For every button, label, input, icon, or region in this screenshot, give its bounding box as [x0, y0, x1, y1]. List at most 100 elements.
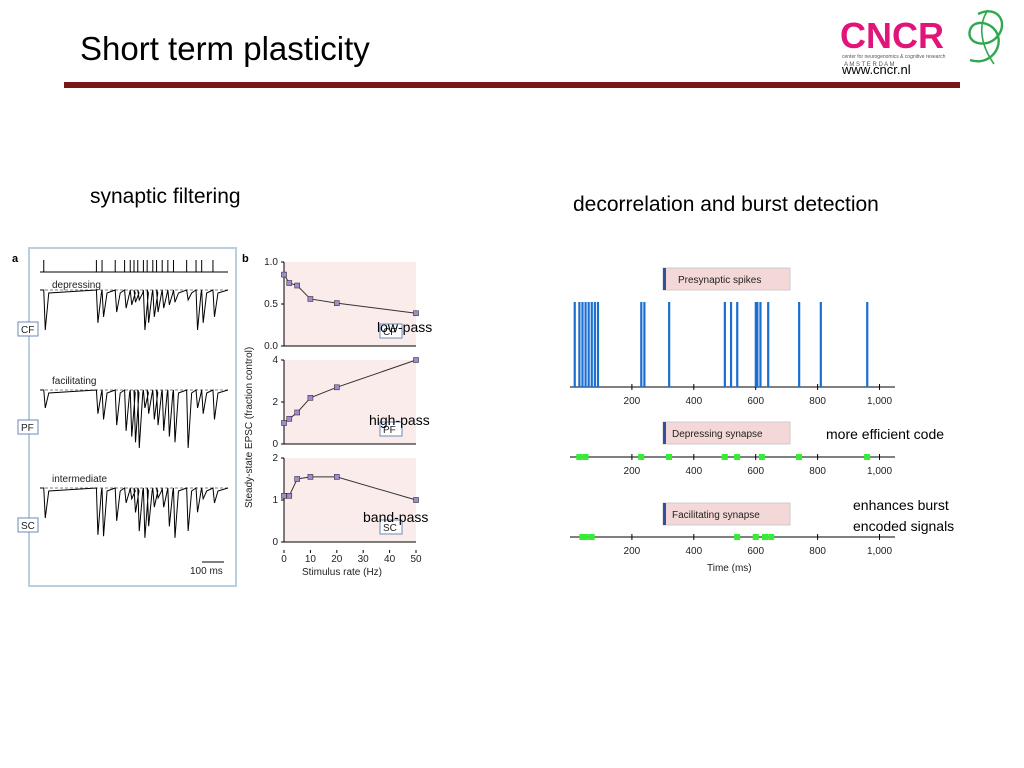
svg-text:Depressing synapse: Depressing synapse [672, 429, 763, 440]
data-point [307, 474, 314, 480]
data-point [307, 296, 314, 302]
y-tick-label: 0 [272, 537, 278, 548]
data-point [334, 474, 340, 480]
spike [584, 302, 587, 387]
svg-text:PF: PF [21, 423, 34, 434]
x-tick-label: 30 [358, 554, 370, 565]
time-tick-label: 1,000 [867, 466, 892, 477]
logo-url: www.cncr.nl [842, 62, 911, 77]
tag-cf: CF [17, 321, 39, 337]
y-tick-label: 0.5 [264, 299, 278, 310]
spike [819, 302, 822, 387]
cncr-logo: CNCR center for neurogenomics & cognitiv… [840, 9, 1004, 68]
title-rule [64, 82, 960, 88]
spike [756, 302, 759, 387]
spike [668, 302, 671, 387]
release-event [582, 534, 589, 540]
scale-bar-label: 100 ms [190, 566, 223, 577]
spike [767, 302, 770, 387]
panel-a-frame [28, 247, 237, 587]
subplot-tag: PF [379, 421, 403, 437]
svg-text:PF: PF [383, 425, 396, 436]
spike [866, 302, 869, 387]
data-point [413, 497, 419, 503]
note-burst-2: encoded signals [853, 518, 955, 534]
release-event [768, 534, 775, 540]
spike [754, 302, 757, 387]
spike [596, 302, 600, 387]
panel-a: a depressing facilitating intermediate C… [12, 247, 237, 587]
label-band-pass: band-pass [363, 509, 429, 525]
left-heading: synaptic filtering [90, 185, 241, 208]
release-event [666, 454, 673, 460]
data-point [286, 280, 293, 286]
note-burst-1: enhances burst [853, 497, 949, 513]
time-axis-label: Time (ms) [707, 563, 752, 574]
data-point [294, 282, 301, 289]
svg-text:SC: SC [383, 523, 397, 534]
time-tick-label: 200 [624, 546, 641, 557]
subplot-tag: CF [379, 323, 403, 339]
time-tick-label: 600 [747, 546, 764, 557]
decorrelation-figure: Presynaptic spikes Depressing synapse Fa… [570, 267, 895, 574]
time-tick-label: 200 [624, 396, 641, 407]
y-tick-label: 2 [272, 397, 278, 408]
data-point [286, 416, 293, 422]
time-tick-label: 400 [685, 546, 702, 557]
time-tick-label: 800 [809, 466, 826, 477]
subplot-sc: 0 1 2SC [272, 453, 419, 548]
subplot-tag: SC [379, 519, 403, 535]
y-tick-label: 2 [272, 453, 278, 464]
spike [729, 302, 733, 387]
data-point [281, 420, 287, 426]
release-event [758, 454, 765, 460]
time-tick-label: 400 [685, 466, 702, 477]
release-event [796, 454, 803, 460]
trace-label-intermediate: intermediate [52, 474, 107, 485]
subplot-cf: 0.00.51.0CF [264, 257, 419, 352]
tag-sc: SC [17, 517, 39, 533]
time-tick-label: 200 [624, 466, 641, 477]
box-facilitating: Facilitating synapse [662, 502, 791, 526]
data-point [286, 493, 293, 499]
svg-text:CF: CF [21, 325, 34, 336]
spike [643, 302, 646, 387]
y-tick-label: 4 [272, 355, 278, 366]
svg-text:CF: CF [383, 327, 396, 338]
time-tick-label: 1,000 [867, 396, 892, 407]
time-tick-label: 400 [685, 396, 702, 407]
y-tick-label: 1 [272, 495, 278, 506]
panel-b-xlabel: Stimulus rate (Hz) [302, 567, 382, 578]
spike [587, 302, 590, 387]
logo-subtitle: center for neurogenomics & cognitive res… [842, 54, 946, 60]
tag-pf: PF [17, 419, 39, 435]
release-event [734, 454, 741, 460]
x-tick-label: 50 [410, 554, 422, 565]
data-point [294, 476, 301, 482]
slide-title: Short term plasticity [80, 30, 370, 67]
svg-text:Presynaptic spikes: Presynaptic spikes [678, 275, 761, 286]
data-point [281, 271, 287, 278]
release-event [588, 534, 595, 540]
logo-text: CNCR [840, 15, 944, 56]
stimulus-train [40, 260, 228, 273]
spike [593, 302, 596, 387]
data-point [413, 310, 419, 317]
box-depressing: Depressing synapse [662, 421, 791, 445]
panel-b-ylabel: Steady-state EPSC (fraction control) [244, 347, 255, 508]
logo-city: A M S T E R D A M [844, 62, 894, 68]
subplot-pf: 0 2 4PF [272, 355, 419, 450]
release-event [752, 534, 759, 540]
y-tick-label: 0 [272, 439, 278, 450]
data-point [334, 384, 340, 391]
epsc-traces [40, 289, 229, 538]
time-tick-label: 800 [809, 546, 826, 557]
y-tick-label: 1.0 [264, 257, 278, 268]
panel-a-label: a [12, 253, 19, 265]
right-heading: decorrelation and burst detection [573, 193, 879, 216]
release-event [721, 454, 728, 460]
